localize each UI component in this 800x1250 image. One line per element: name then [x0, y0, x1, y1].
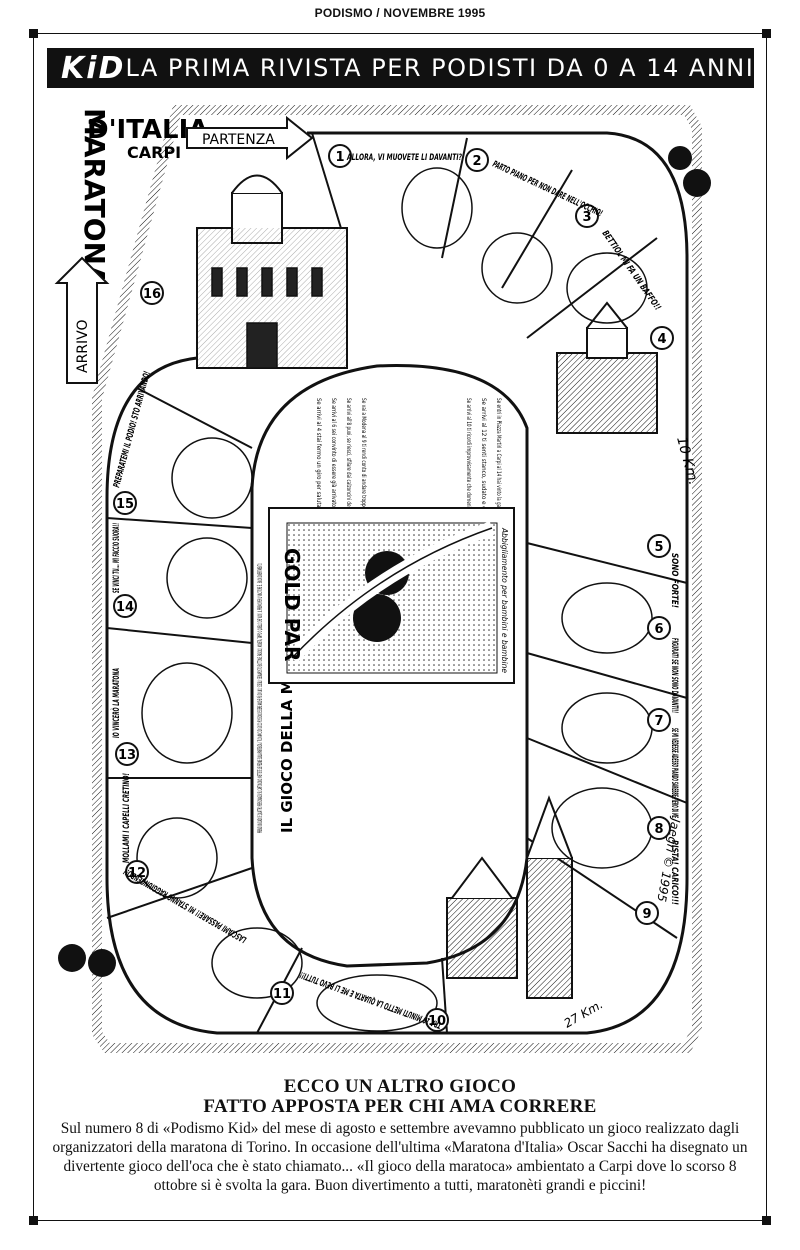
start-label: PARTENZA	[202, 132, 275, 148]
square-11: 11	[270, 981, 294, 1005]
square-12-number: 12	[128, 866, 146, 881]
square-5-number: 5	[654, 540, 663, 555]
square-2: 2	[465, 148, 489, 172]
square-9-number: 9	[642, 907, 651, 922]
corner-mark-top-left	[29, 29, 38, 38]
km27-label: 27 Km.	[562, 997, 606, 1030]
bottom-rule	[38, 1220, 762, 1221]
headline-line-2: FATTO APPOSTA PER CHI AMA CORRERE	[203, 1096, 597, 1117]
square-13: 13	[115, 742, 139, 766]
finish-label: ARRIVO	[75, 319, 91, 373]
article: ECCO UN ALTRO GIOCO FATTO APPOSTA PER CH…	[40, 1077, 760, 1195]
start-arrow: PARTENZA	[186, 115, 314, 161]
square-10-number: 10	[428, 1014, 446, 1029]
ad-brand: GOLD PAR	[280, 548, 304, 661]
top-rule	[38, 33, 762, 34]
corner-mark-bottom-right	[762, 1216, 771, 1225]
square-8-number: 8	[654, 822, 663, 837]
masthead-banner: KiD LA PRIMA RIVISTA PER PODISTI DA 0 A …	[47, 48, 754, 88]
square-9: 9	[635, 901, 659, 925]
square-2-number: 2	[472, 154, 481, 169]
ad-slogan: Abbigliamento per bambini e bambine	[500, 527, 509, 673]
square-5: 5	[647, 534, 671, 558]
right-rule	[766, 38, 767, 1216]
article-body: Sul numero 8 di «Podismo Kid» del mese d…	[52, 1120, 748, 1194]
kid-logo: KiD	[61, 50, 126, 86]
track-border	[92, 105, 702, 1053]
square-6-number: 6	[654, 622, 663, 637]
rules-intro: PRENDI UN DADO E QUATTRO PERSONAGGI SU C…	[255, 563, 264, 833]
speech-square-6: FIGURATI SE NON SONO DAVANTI!!	[669, 638, 679, 713]
speech-square-10: TRA 10 MINUTI METTO LA QUARTA E ME LI BE…	[299, 969, 443, 1030]
running-head: PODISMO / NOVEMBRE 1995	[314, 6, 486, 20]
square-11-number: 11	[273, 987, 291, 1002]
square-numbers: 1 2 3 4 5 6 7 8 9 10 11 12 13 14 15 16	[113, 144, 674, 1032]
speech-square-7: SE MI VEDESSE ADESSO PIANDO SAREBBE FIER…	[669, 728, 679, 818]
square-16: 16	[140, 281, 164, 305]
square-15: 15	[113, 491, 137, 515]
square-14: 14	[113, 594, 137, 618]
speech-square-12: MOLLAMI I CAPELLI CRETINO!	[122, 773, 132, 863]
left-rule	[33, 38, 34, 1216]
square-4-number: 4	[657, 332, 666, 347]
track-outer	[105, 131, 689, 1035]
speech-square-13: IO VINCERÒ LA MARATONA	[111, 668, 122, 738]
square-7-number: 7	[654, 714, 663, 729]
speech-square-11: LASCIAMI PASSARE!! MI STANNO RAGGIUNGEND…	[122, 865, 248, 944]
square-15-number: 15	[116, 497, 134, 512]
board-game-illustration: MARATONA D'ITALIA CARPI PARTENZA ARRIVO …	[54, 105, 711, 1053]
speech-square-14: SE VINCI TU... MI FACCIO SUORA!!	[112, 523, 122, 593]
goldpar-ad: GOLD PAR Abbigliamento per bambini e bam…	[268, 507, 515, 684]
headline-line-1: ECCO UN ALTRO GIOCO	[283, 1076, 517, 1097]
square-1-number: 1	[335, 150, 344, 165]
square-10: 10	[425, 1008, 449, 1032]
race-title-carpi: CARPI	[127, 143, 181, 162]
speech-square-5: SONO FORTE!	[669, 553, 679, 608]
finish-arrow: ARRIVO	[54, 256, 110, 384]
square-12: 12	[125, 860, 149, 884]
square-3: 3	[575, 204, 599, 228]
square-4: 4	[650, 326, 674, 350]
spectator-figures	[58, 146, 711, 977]
square-13-number: 13	[118, 748, 136, 763]
spire-drawing	[446, 795, 573, 999]
square-14-number: 14	[116, 600, 134, 615]
corner-mark-top-right	[762, 29, 771, 38]
square-1: 1	[328, 144, 352, 168]
corner-mark-bottom-left	[29, 1216, 38, 1225]
speech-square-1: ALLORA, VI MUOVETE LI DAVANTI?	[346, 153, 462, 163]
race-title-maratona: MARATONA	[78, 108, 111, 287]
square-6: 6	[647, 616, 671, 640]
square-7: 7	[647, 708, 671, 732]
cathedral-drawing	[196, 174, 348, 369]
masthead-tagline: LA PRIMA RIVISTA PER PODISTI DA 0 A 14 A…	[125, 54, 755, 82]
speech-square-15: PREPARATEMI IL PODIO! STO ARRIVANDO!	[112, 370, 153, 488]
square-16-number: 16	[143, 287, 161, 302]
square-3-number: 3	[582, 210, 591, 225]
square-8: 8	[647, 816, 671, 840]
speech-square-8: PISTA! CARICO!!!	[669, 840, 679, 905]
